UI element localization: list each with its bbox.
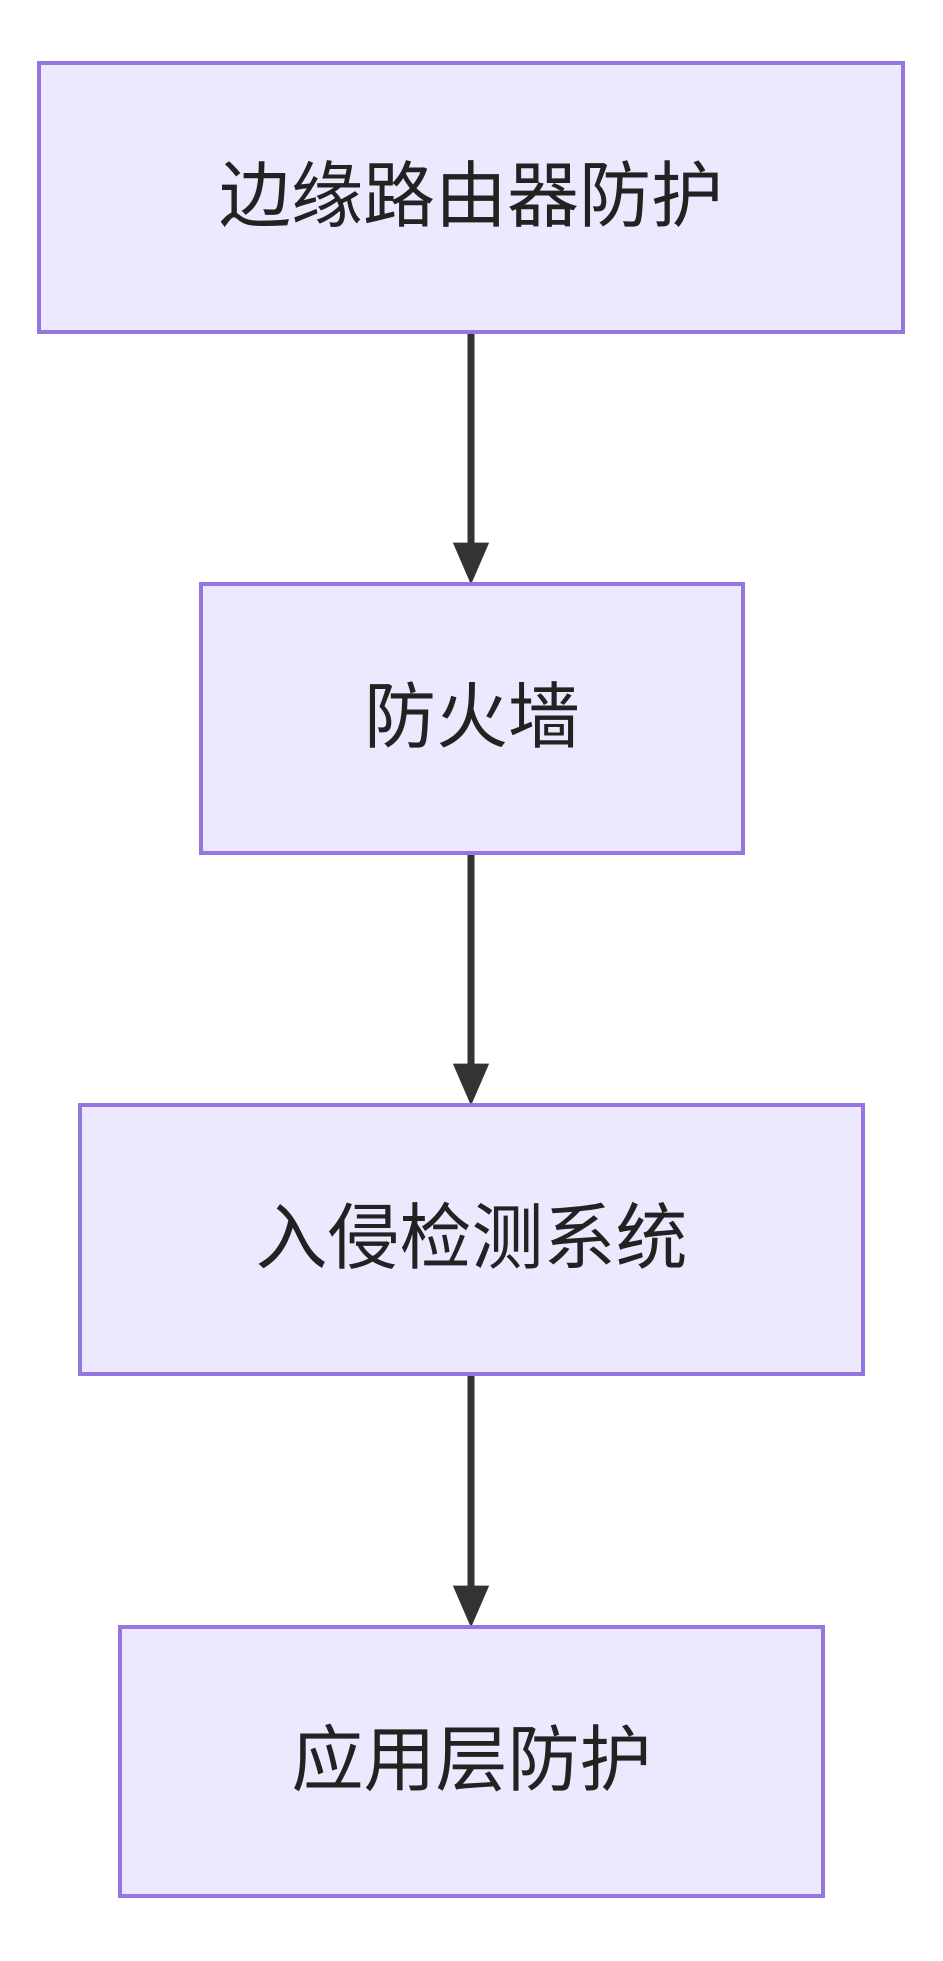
flowchart-node-firewall[interactable]: 防火墙 <box>199 582 745 855</box>
node-label: 入侵检测系统 <box>255 1198 688 1279</box>
node-label: 防火墙 <box>363 677 580 758</box>
node-label: 应用层防护 <box>291 1720 652 1801</box>
flowchart-node-application-layer-protection[interactable]: 应用层防护 <box>118 1625 825 1898</box>
flowchart-node-edge-router-protection[interactable]: 边缘路由器防护 <box>37 61 905 334</box>
flowchart-node-intrusion-detection-system[interactable]: 入侵检测系统 <box>78 1103 865 1376</box>
node-label: 边缘路由器防护 <box>218 156 723 237</box>
